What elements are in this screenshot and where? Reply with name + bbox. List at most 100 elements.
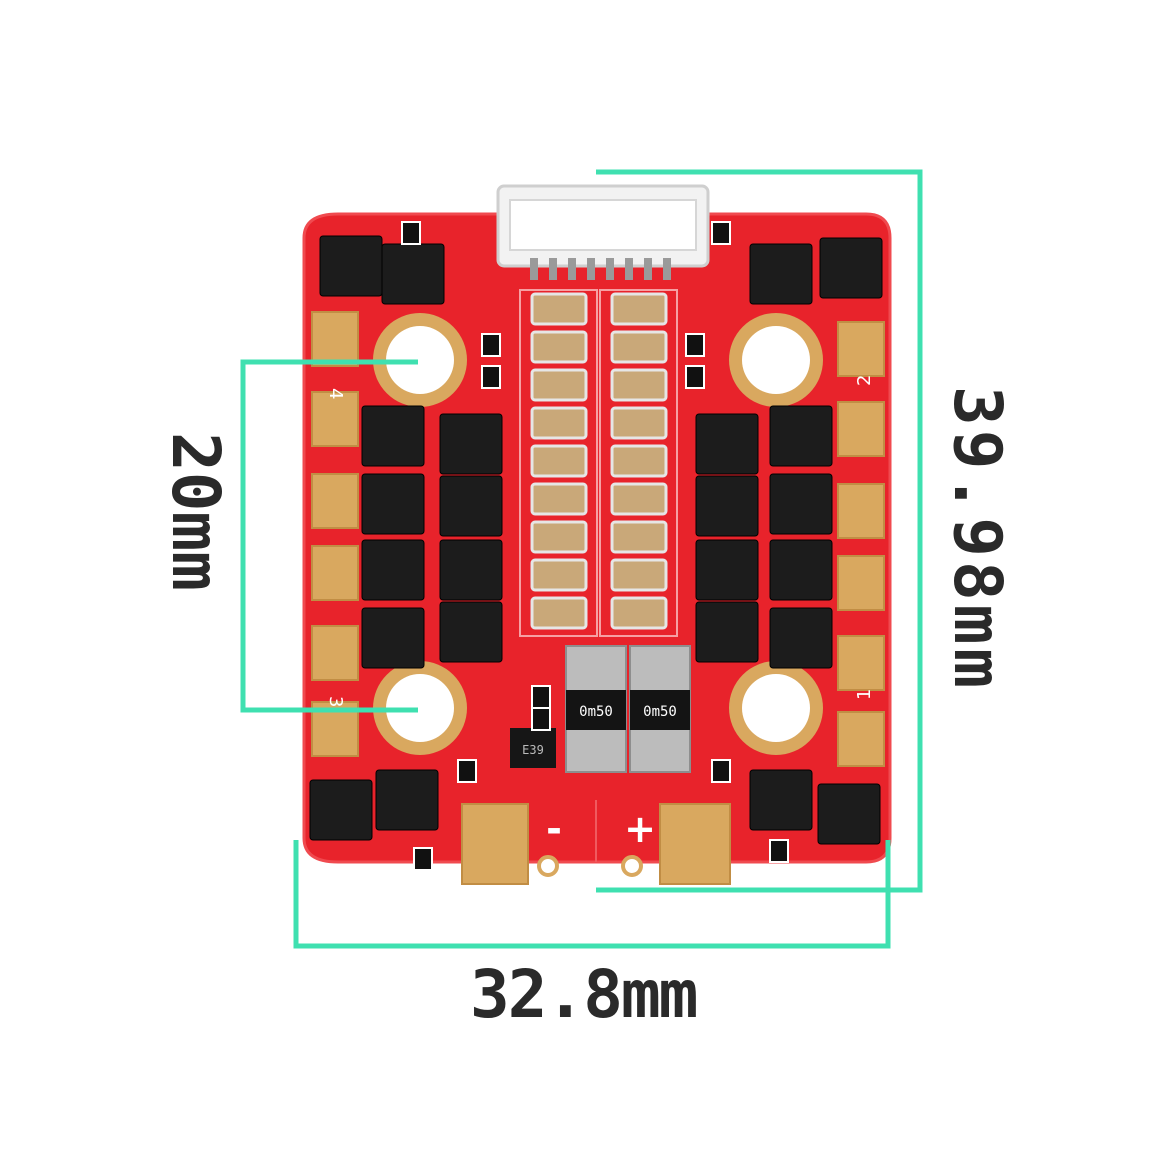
- smd-part: [685, 333, 705, 357]
- motor1-label: 1: [854, 689, 875, 700]
- signal-connector: [496, 184, 710, 280]
- motor-pad: [311, 311, 359, 367]
- capacitor: [610, 482, 668, 516]
- mosfet-chip: [319, 235, 383, 297]
- mosfet-chip: [695, 413, 759, 475]
- motor-pads-right: [837, 321, 885, 767]
- power-pad-positive: +: [621, 803, 731, 885]
- smd-part: [531, 707, 551, 731]
- motor4-label: 4: [325, 388, 346, 399]
- motor-pad: [311, 473, 359, 529]
- mosfet-array: [309, 235, 883, 845]
- height-dimension-label: 39.98mm: [939, 386, 1016, 693]
- mosfet-chip: [769, 607, 833, 669]
- mosfet-chip: [769, 405, 833, 467]
- mosfet-chip: [817, 783, 881, 845]
- capacitor: [610, 520, 668, 554]
- motor-pad: [837, 401, 885, 457]
- capacitor: [530, 558, 588, 592]
- mosfet-chip: [361, 473, 425, 535]
- mosfet-chip: [361, 607, 425, 669]
- mosfet-chip: [439, 539, 503, 601]
- motor-pad: [311, 391, 359, 447]
- smd-part: [457, 759, 477, 783]
- connector-pin: [587, 258, 595, 280]
- smd-part: [685, 365, 705, 389]
- dimension-line-mount: [240, 359, 418, 713]
- mount-dimension-label: 20mm: [157, 432, 234, 591]
- mosfet-chip: [769, 539, 833, 601]
- capacitor-frame: [519, 289, 598, 637]
- capacitor: [610, 444, 668, 478]
- capacitor: [530, 444, 588, 478]
- mosfet-chip: [749, 769, 813, 831]
- dimension-line-width: [293, 840, 891, 949]
- regulator-label: E39: [522, 743, 544, 757]
- connector-pin: [549, 258, 557, 280]
- motor-pad: [837, 635, 885, 691]
- capacitor: [530, 292, 588, 326]
- mosfet-chip: [695, 475, 759, 537]
- mosfet-chip: [695, 601, 759, 663]
- mosfet-chip: [439, 475, 503, 537]
- motor-pad: [837, 321, 885, 377]
- capacitor: [610, 558, 668, 592]
- mount-hole: [729, 313, 823, 407]
- capacitor: [610, 406, 668, 440]
- connector-pin: [663, 258, 671, 280]
- width-dimension-label: 32.8mm: [470, 956, 698, 1033]
- motor-pads-left: [311, 311, 359, 757]
- mosfet-chip: [439, 601, 503, 663]
- capacitor: [610, 292, 668, 326]
- mosfet-chip: [375, 769, 439, 831]
- capacitor-frame: [599, 289, 678, 637]
- connector-pin: [644, 258, 652, 280]
- smd-part: [401, 221, 421, 245]
- smd-components: [401, 221, 789, 871]
- capacitor: [530, 596, 588, 630]
- smd-part: [481, 365, 501, 389]
- mosfet-chip: [309, 779, 373, 841]
- mount-hole: [373, 661, 467, 755]
- motor-pad: [837, 711, 885, 767]
- shunt-label: 0m50: [643, 704, 677, 720]
- minus-label: -: [546, 807, 562, 851]
- mount-hole: [729, 661, 823, 755]
- regulator-chip: E39: [510, 728, 556, 768]
- capacitor: [610, 596, 668, 630]
- mosfet-chip: [749, 243, 813, 305]
- smd-part: [481, 333, 501, 357]
- mosfet-chip: [769, 473, 833, 535]
- motor-pad: [311, 625, 359, 681]
- connector-pin: [606, 258, 614, 280]
- capacitor: [610, 330, 668, 364]
- mosfet-chip: [381, 243, 445, 305]
- capacitor: [530, 330, 588, 364]
- motor-pad: [837, 555, 885, 611]
- shunt-label: 0m50: [579, 704, 613, 720]
- mosfet-chip: [695, 539, 759, 601]
- mosfet-chip: [361, 405, 425, 467]
- shunt-resistor: 0m50: [565, 645, 627, 773]
- connector-pin: [530, 258, 538, 280]
- capacitor: [530, 368, 588, 402]
- motor3-label: 3: [325, 696, 346, 707]
- mosfet-chip: [819, 237, 883, 299]
- mount-hole: [373, 313, 467, 407]
- motor-pad: [837, 483, 885, 539]
- capacitor: [530, 520, 588, 554]
- capacitor: [530, 406, 588, 440]
- capacitor: [530, 482, 588, 516]
- shunt-resistor: 0m50: [629, 645, 691, 773]
- smd-part: [711, 759, 731, 783]
- capacitor-array: [519, 289, 678, 637]
- smd-part: [531, 685, 551, 709]
- dimension-line-height: [596, 169, 923, 893]
- mosfet-chip: [361, 539, 425, 601]
- power-pad-negative: -: [461, 803, 562, 885]
- smd-part: [769, 839, 789, 863]
- motor2-label: 2: [854, 375, 875, 386]
- capacitor: [610, 368, 668, 402]
- plus-label: +: [624, 807, 656, 851]
